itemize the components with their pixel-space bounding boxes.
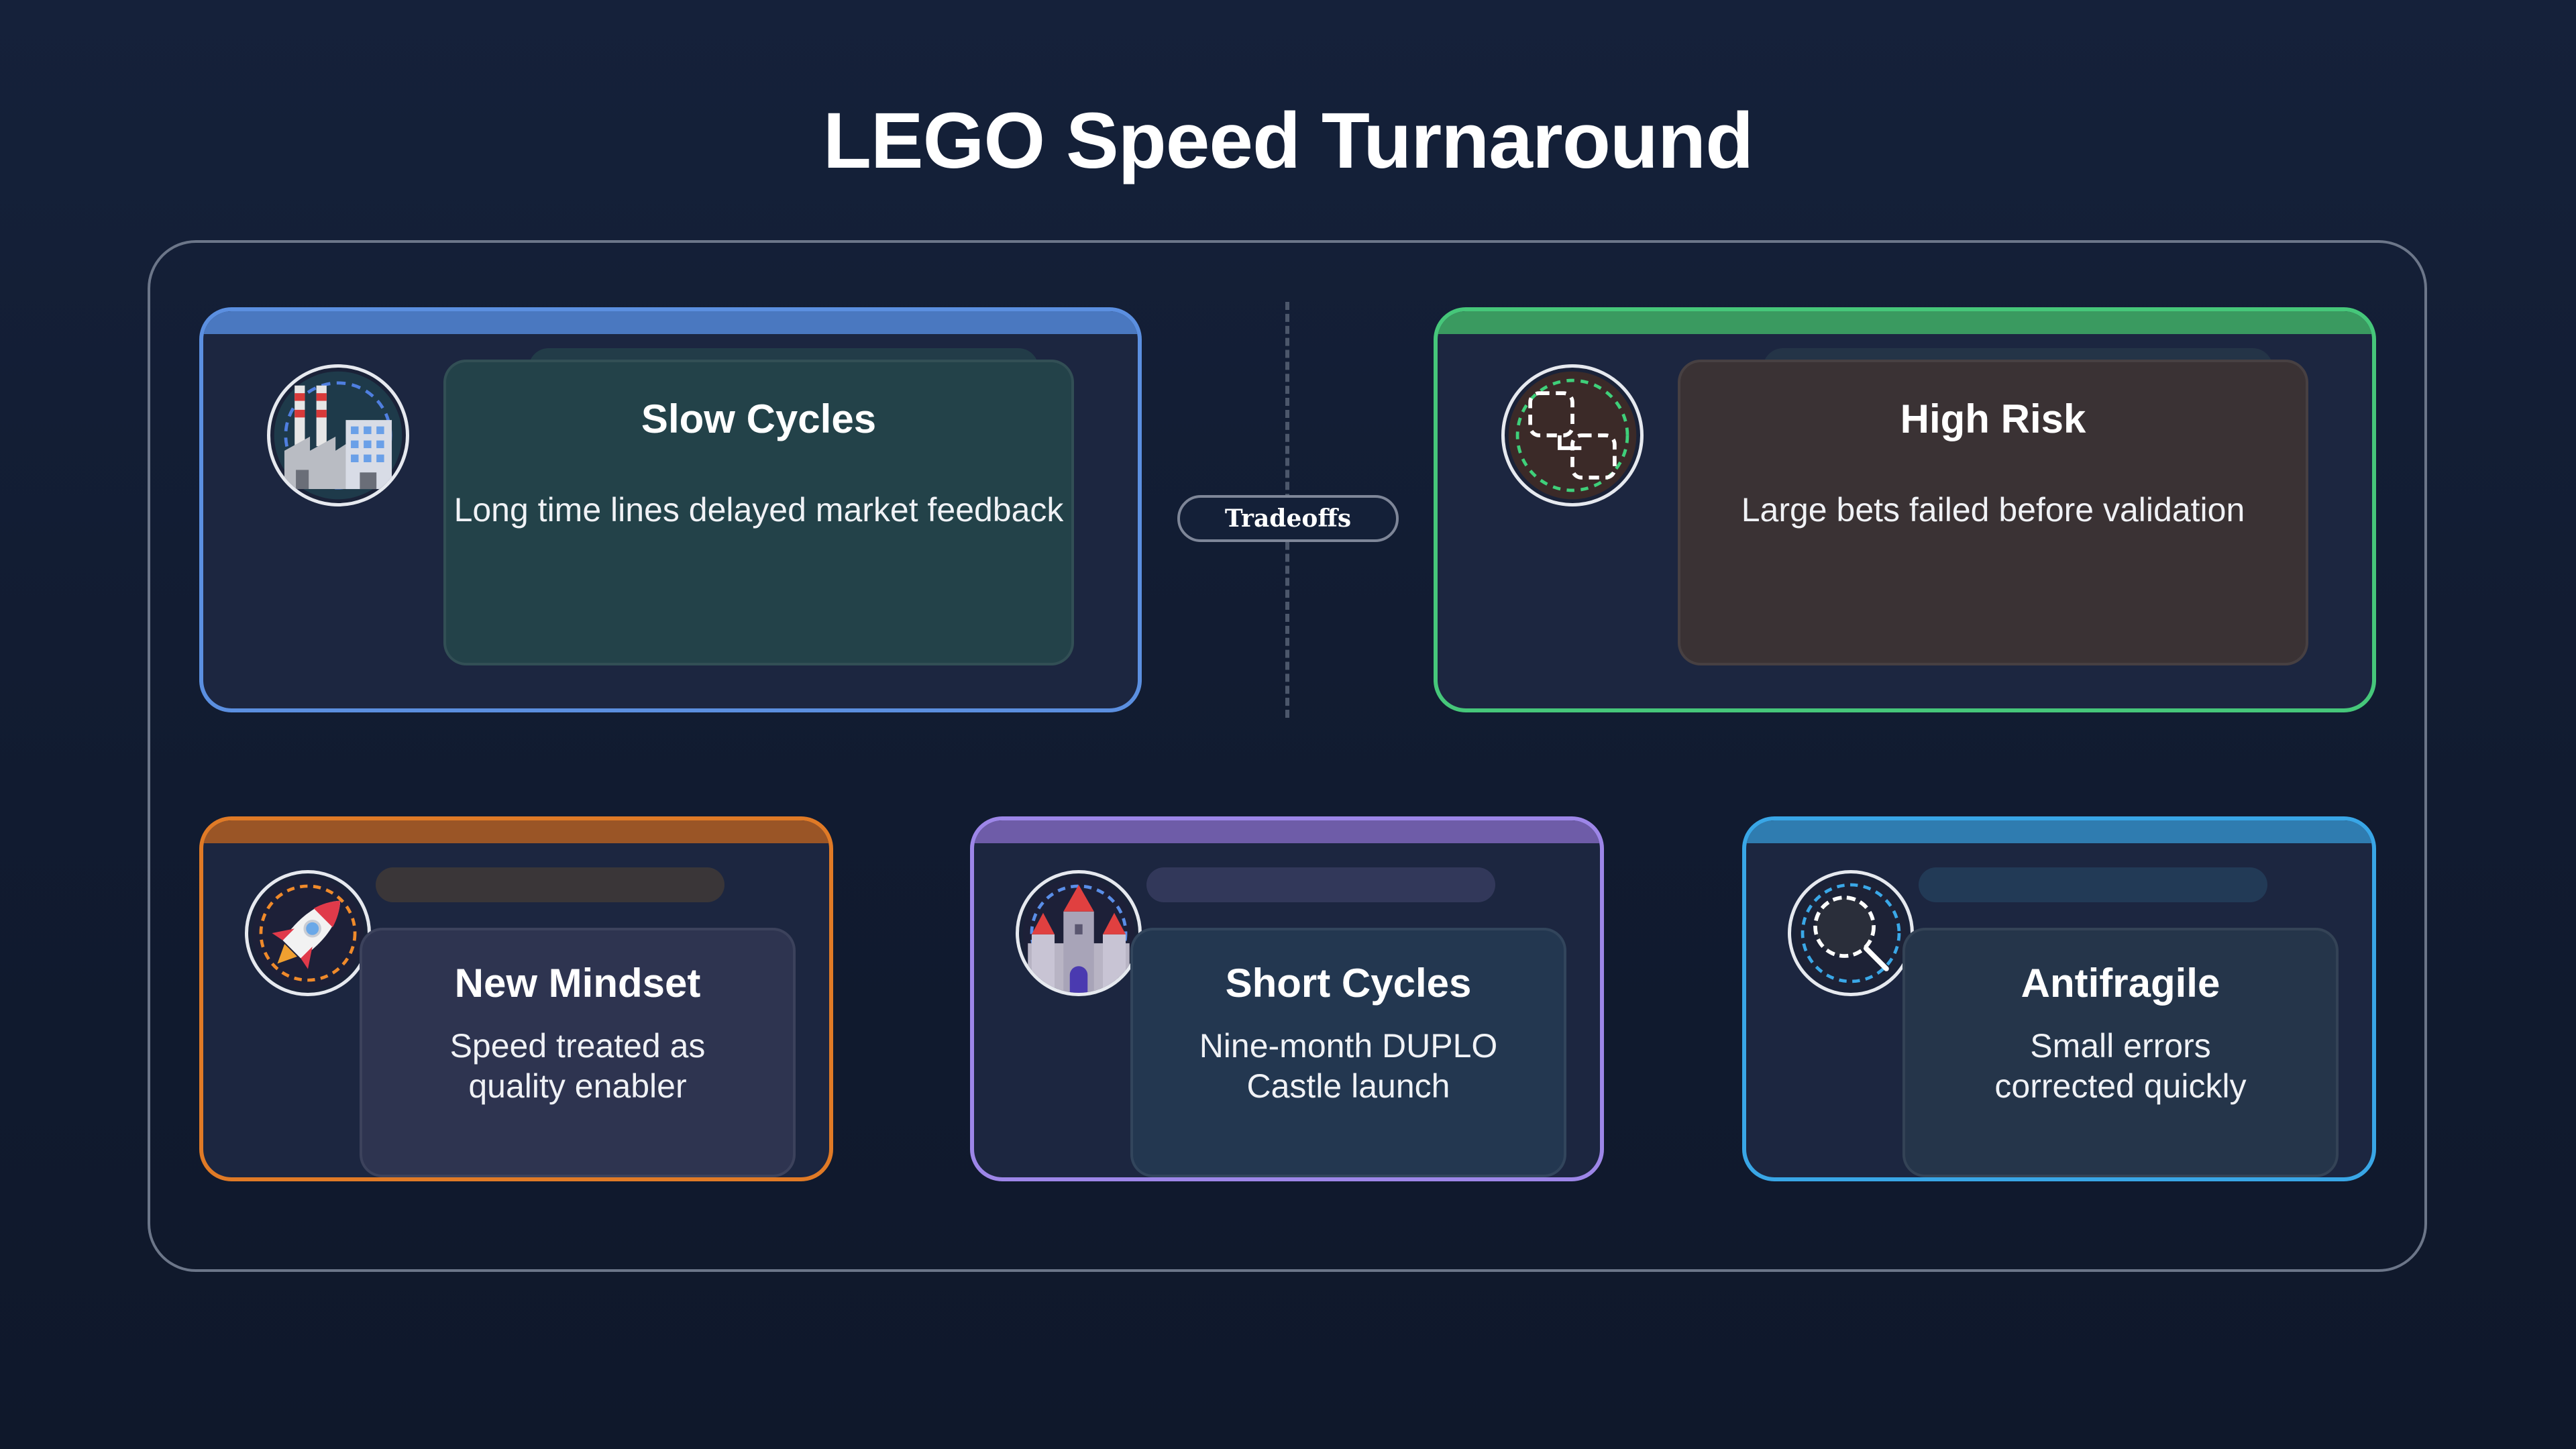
- card-band: [203, 820, 829, 843]
- content-frame: [148, 240, 2427, 1272]
- card-description-line-2: quality enabler: [468, 1067, 687, 1105]
- card-description: Large bets failed before validation: [1741, 491, 2245, 529]
- ghost-bar: [1146, 867, 1495, 902]
- card-content-panel: [1678, 360, 2308, 665]
- card-new-mindset: New Mindset Speed treated as quality ena…: [199, 816, 833, 1181]
- factory-icon: [267, 364, 409, 506]
- card-content-panel: [1130, 928, 1566, 1177]
- card-title: Short Cycles: [1225, 961, 1472, 1006]
- card-content-panel: [443, 360, 1074, 665]
- card-description-line-1: Small errors: [2030, 1027, 2211, 1065]
- linked-squares-icon: [1501, 364, 1644, 506]
- card-description-line-2: corrected quickly: [1994, 1067, 2247, 1105]
- card-content-panel: [1902, 928, 2339, 1177]
- card-short-cycles: Short Cycles Nine-month DUPLO Castle lau…: [970, 816, 1604, 1181]
- card-band: [1746, 820, 2372, 843]
- card-title: High Risk: [1900, 396, 2086, 441]
- card-description-line-1: Nine-month DUPLO: [1199, 1027, 1498, 1065]
- magnifier-icon: [1788, 870, 1914, 996]
- card-description: Long time lines delayed market feedback: [453, 491, 1064, 529]
- card-title: New Mindset: [454, 961, 701, 1006]
- castle-icon: [1016, 870, 1142, 996]
- card-description-line-2: Castle launch: [1246, 1067, 1450, 1105]
- card-content-panel: [360, 928, 796, 1177]
- card-slow-cycles: Slow Cycles Long time lines delayed mark…: [199, 307, 1142, 712]
- ghost-bar: [1919, 867, 2267, 902]
- rocket-icon: [245, 870, 371, 996]
- ghost-bar: [376, 867, 724, 902]
- card-high-risk: High Risk Large bets failed before valid…: [1434, 307, 2376, 712]
- card-band: [1438, 311, 2372, 334]
- tradeoffs-label: Tradeoffs: [1177, 495, 1399, 542]
- card-title: Slow Cycles: [641, 396, 877, 441]
- card-description-line-1: Speed treated as: [449, 1027, 706, 1065]
- card-antifragile: Antifragile Small errors corrected quick…: [1742, 816, 2376, 1181]
- page-title: LEGO Speed Turnaround: [822, 97, 1754, 185]
- card-title: Antifragile: [2021, 961, 2220, 1006]
- card-band: [203, 311, 1138, 334]
- card-band: [974, 820, 1600, 843]
